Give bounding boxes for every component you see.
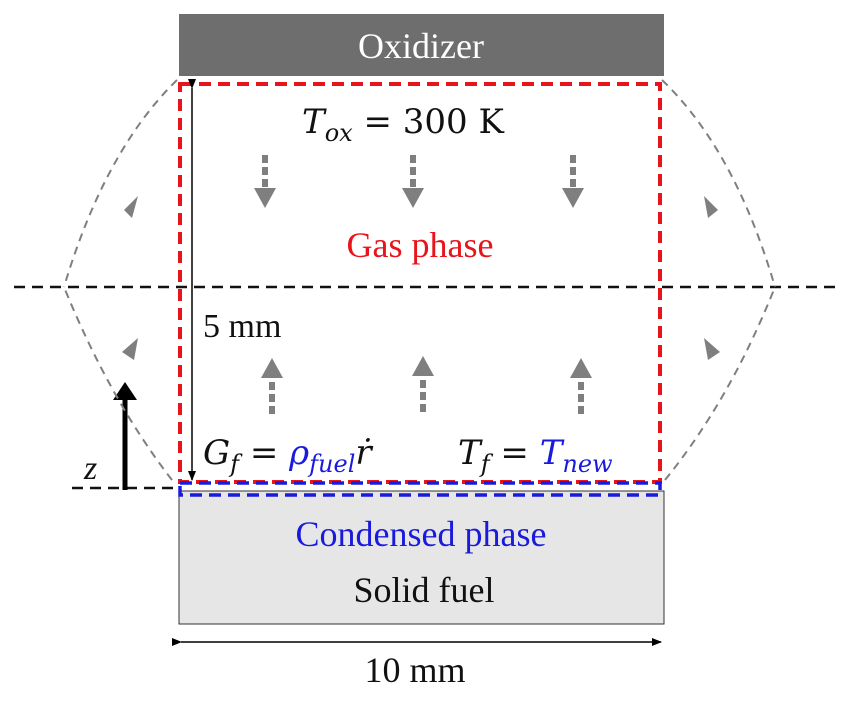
width-label: 10 mm: [364, 650, 465, 690]
condensed-phase-label: Condensed phase: [296, 514, 547, 554]
flow-arrow-up-center: [412, 356, 434, 412]
gas-phase-label: Gas phase: [347, 225, 494, 265]
flow-arrow-up-left: [261, 358, 283, 414]
z-label: z: [83, 450, 97, 487]
t-ox-equation: Tox = 300 K: [302, 102, 504, 147]
flow-arrow-down-left: [254, 155, 276, 208]
gas-phase-boundary: [178, 82, 662, 484]
z-axis-arrowhead: [113, 382, 137, 400]
streamline-right-upper: [661, 79, 776, 288]
flow-arrow-down-center: [402, 155, 424, 208]
flow-arrow-down-right: [562, 155, 584, 208]
streamline-right-lower: [664, 286, 776, 481]
solid-fuel-block: [178, 490, 665, 625]
streamline-arrowheads: [122, 196, 720, 360]
oxidizer-flow-arrows: [254, 155, 584, 208]
oxidizer-label: Oxidizer: [358, 26, 484, 66]
solid-fuel-label: Solid fuel: [354, 570, 495, 610]
streamlines: [63, 79, 776, 481]
tf-equation: Tf = Tnew: [458, 433, 613, 478]
fuel-flow-arrows: [261, 356, 592, 414]
gf-equation: Gf = ρfuelṙ: [203, 433, 373, 478]
flow-arrow-up-right: [570, 358, 592, 414]
height-label: 5 mm: [203, 308, 281, 345]
streamline-left-upper: [63, 79, 178, 288]
streamline-left-lower: [63, 286, 173, 481]
condensed-phase-boundary: [178, 481, 662, 497]
oxidizer-block: [179, 14, 664, 76]
